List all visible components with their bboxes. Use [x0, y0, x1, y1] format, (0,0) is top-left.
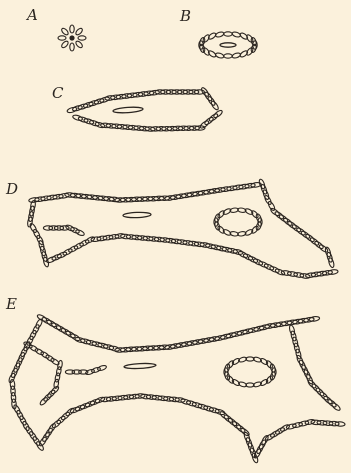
network-cell	[315, 387, 325, 397]
network-cell	[56, 415, 66, 425]
network-cell	[300, 273, 311, 279]
network-cell	[247, 442, 255, 453]
network-cell	[243, 432, 251, 443]
band-cell	[72, 114, 83, 121]
network-cell	[18, 352, 26, 363]
network-cell	[265, 433, 276, 442]
network-cell	[197, 403, 208, 410]
network-cell	[91, 367, 101, 374]
network-cell	[292, 422, 303, 429]
rosette-cell	[70, 43, 74, 51]
band-cell	[77, 103, 88, 110]
cluster-cell	[246, 34, 254, 43]
network-cell	[59, 193, 70, 199]
network-cell	[85, 369, 95, 376]
network-cell	[60, 411, 70, 421]
band-cell	[95, 121, 106, 128]
network-cell	[29, 206, 35, 217]
network-cell	[40, 246, 47, 257]
network-cell	[203, 405, 214, 412]
stage-e-network	[8, 313, 345, 463]
network-cell	[311, 420, 321, 425]
network-cell	[294, 272, 305, 278]
rosette-cell	[70, 25, 74, 33]
network-cell	[192, 402, 203, 409]
stage-a-rosette	[58, 25, 86, 51]
band-cell	[72, 105, 83, 112]
network-cell	[249, 447, 257, 458]
network-cell	[324, 247, 331, 258]
cluster-cell	[232, 52, 241, 59]
rosette-cell	[58, 36, 66, 40]
network-cell	[227, 248, 238, 254]
network-cell	[222, 247, 233, 253]
network-cell	[311, 383, 321, 393]
band-cell	[78, 116, 89, 123]
stage-c-band	[67, 87, 224, 132]
network-cell	[211, 244, 222, 250]
network-cell	[86, 340, 97, 347]
network-cell	[80, 338, 91, 345]
network-cell	[262, 189, 270, 200]
central-slit	[113, 106, 143, 113]
network-cell	[290, 331, 297, 342]
band-cell	[88, 99, 99, 106]
network-cell	[293, 343, 300, 354]
network-cell	[28, 211, 34, 222]
network-cell	[97, 365, 107, 372]
rosette-cell	[75, 27, 84, 36]
network-cell	[75, 229, 85, 237]
network-cell	[326, 252, 333, 263]
network-cell	[260, 184, 268, 195]
network-cell	[298, 420, 309, 427]
network-cell	[180, 398, 191, 405]
network-cell	[141, 394, 151, 399]
band-cell	[83, 101, 94, 108]
network-cell	[56, 366, 62, 376]
network-cell	[318, 244, 329, 254]
network-cell	[289, 325, 296, 336]
central-slit	[123, 212, 151, 218]
cluster-cell	[224, 32, 232, 36]
rosette-cell	[61, 27, 70, 36]
central-slit	[220, 43, 236, 47]
network-cell	[109, 345, 120, 352]
band-cell	[89, 120, 100, 127]
band-cell	[83, 118, 94, 125]
band-cell	[67, 106, 78, 113]
cluster-cell	[232, 31, 241, 38]
network-cell	[35, 318, 44, 329]
network-cell	[39, 397, 48, 406]
network-cell	[245, 437, 253, 448]
network-cell	[216, 245, 227, 251]
cluster-cell	[215, 31, 224, 38]
network-cell	[328, 257, 335, 268]
network-cell	[186, 400, 197, 407]
cluster-cell	[224, 54, 232, 58]
central-dot	[69, 35, 74, 40]
network-cell	[292, 337, 299, 348]
network-cell	[97, 342, 108, 349]
band-cell	[210, 100, 219, 111]
cluster-cell	[215, 52, 224, 59]
rosette-cell	[61, 40, 70, 49]
network-cell	[287, 271, 298, 277]
network-cell	[103, 344, 114, 351]
band-cell	[99, 96, 110, 103]
stage-d-network	[27, 179, 338, 279]
stage-b-cluster	[199, 31, 257, 59]
network-cell	[209, 407, 220, 414]
central-slit	[124, 363, 156, 369]
network-cell	[267, 201, 276, 212]
band-cell	[94, 98, 105, 105]
network-cell	[258, 179, 266, 190]
rosette-cell	[75, 40, 84, 49]
network-cell	[41, 251, 48, 262]
network-cell	[29, 223, 38, 234]
network-cell	[205, 243, 216, 249]
rosette-cell	[78, 36, 86, 40]
network-cell	[92, 341, 103, 348]
